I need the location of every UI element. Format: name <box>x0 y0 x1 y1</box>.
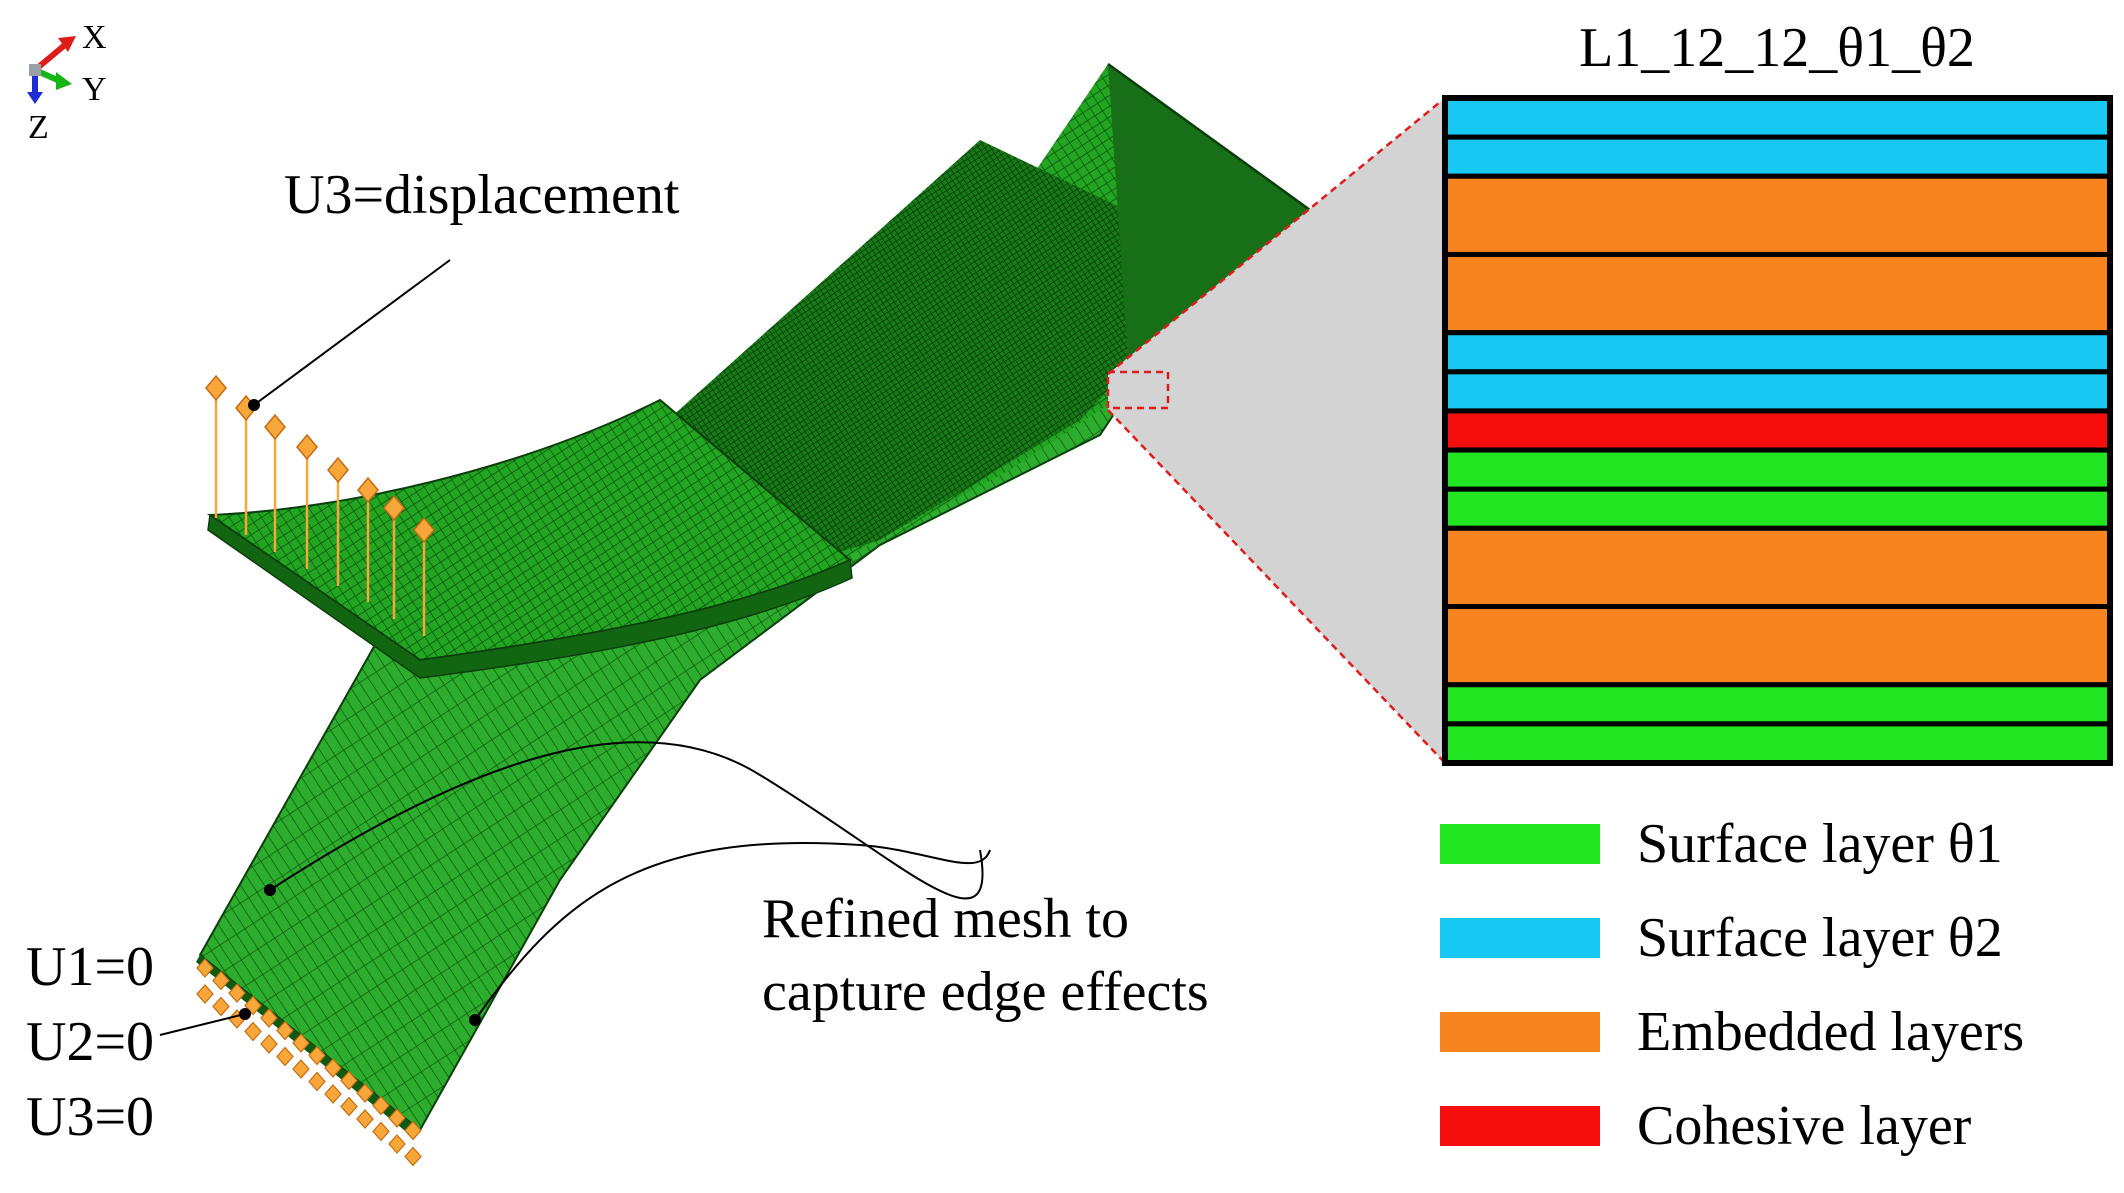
bc-marker-diamond <box>228 983 246 1003</box>
bc-marker-diamond <box>212 970 230 991</box>
legend-swatch-embedded <box>1440 1012 1600 1052</box>
bc-marker-diamond <box>308 1071 326 1092</box>
legend-swatch-theta2 <box>1440 918 1600 958</box>
displacement-markers <box>205 374 435 636</box>
legend-label-theta1: Surface layer θ1 <box>1637 813 2003 875</box>
zoom-line-top <box>1107 97 1446 375</box>
layer-13-theta1 <box>1442 721 2113 766</box>
mesh-leader-dot-upper <box>264 884 276 896</box>
bc-marker-diamond <box>276 1020 294 1041</box>
legend: Surface layer θ1 Surface layer θ2 Embedded… <box>1440 813 2024 1157</box>
bc-marker-diamond <box>324 1058 342 1078</box>
bc-marker-diamond <box>276 1046 294 1067</box>
bc-marker-diamond <box>388 1134 406 1154</box>
stack-border <box>1442 95 2113 766</box>
legend-swatch-cohesive <box>1440 1106 1600 1146</box>
x-axis-label: X <box>82 19 107 56</box>
bc-marker-diamond <box>404 1120 422 1141</box>
mesh-note-line1: Refined mesh to <box>762 888 1129 950</box>
layer-9-theta1 <box>1442 486 2113 531</box>
axis-triad: X Y Z <box>27 19 107 146</box>
bc-marker-diamond <box>372 1095 390 1116</box>
bc-marker-diamond <box>260 1008 278 1028</box>
mesh-leader-upper <box>269 741 984 900</box>
fe-upper-arm <box>206 398 853 679</box>
bc-marker-diamond <box>308 1045 326 1066</box>
bc-marker-diamond <box>260 1034 278 1054</box>
bc-marker-diamond <box>356 1083 374 1103</box>
mesh-leader-lower <box>474 841 991 1021</box>
layer-4-embedded <box>1442 251 2113 336</box>
layer-2-theta2 <box>1442 134 2113 179</box>
layer-12-theta1 <box>1442 682 2113 727</box>
bc-marker-diamond <box>372 1121 390 1142</box>
displacement-label: U3=displacement <box>284 164 680 226</box>
bc-u2-label: U2=0 <box>26 1011 154 1073</box>
bc-marker-diamond <box>340 1096 358 1117</box>
bc-leader <box>159 1013 246 1036</box>
legend-swatch-theta1 <box>1440 824 1600 864</box>
mesh-note-line2: capture edge effects <box>762 961 1209 1023</box>
bc-marker-diamond <box>196 958 214 978</box>
bc-u1-label: U1=0 <box>26 936 154 998</box>
leader-lines <box>159 259 991 1036</box>
layer-8-theta1 <box>1442 447 2113 492</box>
bc-marker-diamond <box>340 1070 358 1091</box>
layer-3-embedded <box>1442 173 2113 257</box>
zoom-callout <box>1106 97 1446 764</box>
load-marker-diamond <box>357 476 379 504</box>
fixed-boundary-markers <box>196 958 422 1167</box>
bc-marker-diamond <box>292 1033 310 1053</box>
zoom-source-box <box>1106 370 1170 410</box>
load-marker-diamond <box>383 494 405 522</box>
bc-marker-diamond <box>324 1084 342 1104</box>
triad-origin <box>29 64 41 76</box>
legend-label-embedded: Embedded layers <box>1637 1001 2024 1063</box>
x-axis-arrowhead <box>58 36 76 52</box>
zoom-line-bottom <box>1107 409 1446 764</box>
displacement-leader-dot <box>248 399 260 411</box>
y-axis-label: Y <box>82 71 107 108</box>
bc-marker-diamond <box>196 984 214 1004</box>
bc-marker-diamond <box>212 996 230 1017</box>
y-axis-arrowhead <box>56 72 72 90</box>
layer-7-cohesive <box>1442 408 2113 453</box>
bc-marker-diamond <box>244 1021 262 1042</box>
load-marker-diamond <box>327 456 349 484</box>
displacement-leader <box>253 259 451 406</box>
load-marker-diamond <box>264 413 286 441</box>
z-axis-label: Z <box>28 109 49 146</box>
layer-stack <box>1442 95 2113 766</box>
bc-leader-dot <box>239 1008 251 1020</box>
layer-11-embedded <box>1442 604 2113 688</box>
layer-1-theta2 <box>1442 95 2113 140</box>
plate-thickness-face <box>1108 64 1310 420</box>
plate-refined-mesh <box>640 140 1230 575</box>
layer-5-theta2 <box>1442 330 2113 375</box>
load-marker-diamond <box>413 516 435 544</box>
zoom-region <box>1108 98 1445 763</box>
load-marker-diamond <box>205 374 227 402</box>
layer-6-theta2 <box>1442 369 2113 414</box>
bc-marker-diamond <box>388 1108 406 1128</box>
bc-marker-diamond <box>356 1109 374 1129</box>
bc-marker-diamond <box>404 1146 422 1167</box>
legend-label-cohesive: Cohesive layer <box>1637 1095 1972 1157</box>
mesh-leader-dot-lower <box>469 1014 481 1026</box>
fe-main-plate <box>640 62 1312 575</box>
legend-label-theta2: Surface layer θ2 <box>1637 907 2003 969</box>
upper-arm-edge <box>207 513 853 679</box>
bc-u3-label: U3=0 <box>26 1086 154 1148</box>
layer-10-embedded <box>1442 525 2113 610</box>
bc-marker-diamond <box>292 1059 310 1079</box>
stack-title: L1_12_12_θ1_θ2 <box>1579 17 1975 79</box>
z-axis-arrowhead <box>27 92 43 104</box>
load-marker-diamond <box>296 433 318 461</box>
